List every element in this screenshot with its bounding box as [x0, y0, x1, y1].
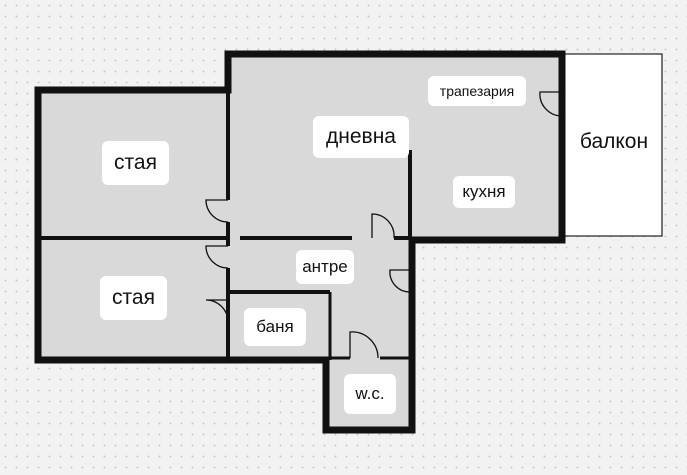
door-kitchen: [389, 269, 411, 293]
door-room-bottom: [205, 245, 229, 269]
door-bath: [205, 299, 229, 323]
door-room-top: [205, 199, 229, 223]
door-swings: [205, 91, 563, 359]
hall-label: антре: [296, 250, 354, 284]
room-top-label: стая: [102, 141, 169, 185]
dining-label: трапезария: [428, 76, 526, 106]
bath-label: баня: [244, 308, 306, 346]
balcony-label: балкон: [569, 120, 659, 164]
interior-walls: [38, 54, 564, 360]
door-balcony: [539, 91, 563, 117]
room-bottom-label: стая: [100, 276, 167, 320]
wc-label: w.c.: [344, 374, 396, 414]
kitchen-label: кухня: [453, 176, 515, 208]
door-wc: [349, 331, 379, 359]
door-hall-living: [371, 213, 395, 239]
living-label: дневна: [313, 116, 409, 158]
